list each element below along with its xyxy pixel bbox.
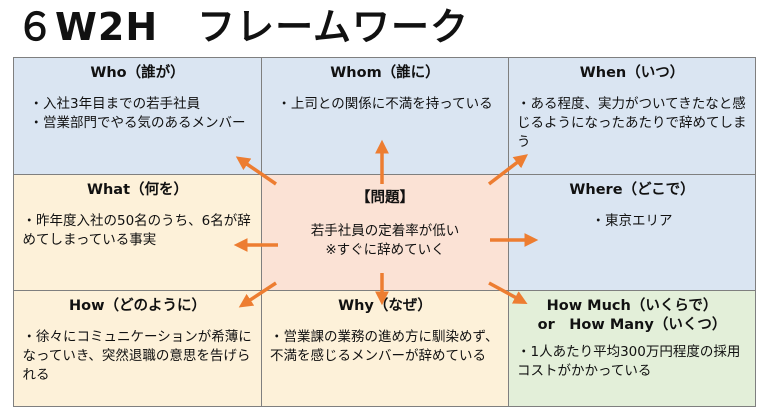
cell-howmuch: How Much（いくらで） or How Many（いくつ） ・1人あたり平均… — [508, 290, 756, 407]
framework-grid: Who（誰が） ・入社3年目までの若手社員 ・営業部門でやる気のあるメンバー W… — [13, 57, 756, 407]
cell-what-body: ・昨年度入社の50名のうち、6名が辞めてしまっている事実 — [23, 212, 253, 250]
cell-where-line: ・東京エリア — [591, 213, 673, 229]
cell-why-body: ・営業課の業務の進め方に馴染めず、不満を感じるメンバーが辞めている — [270, 328, 500, 366]
cell-when-line: ・ある程度、実力がついてきたなと感じるようになったあたりで辞めてしまう — [517, 96, 747, 150]
cell-who: Who（誰が） ・入社3年目までの若手社員 ・営業部門でやる気のあるメンバー — [13, 57, 262, 175]
cell-problem-title: 【問題】 — [356, 190, 414, 206]
cell-why: Why（なぜ） ・営業課の業務の進め方に馴染めず、不満を感じるメンバーが辞めてい… — [261, 290, 509, 407]
cell-why-title: Why（なぜ） — [338, 298, 432, 314]
cell-howmuch-body: ・1人あたり平均300万円程度の採用コストがかかっている — [517, 343, 747, 381]
cell-when-title: When（いつ） — [579, 65, 685, 81]
cell-how-line: ・徐々にコミュニケーションが希薄になっていき、突然退職の意思を告げられる — [22, 329, 252, 383]
cell-what: What（何を） ・昨年度入社の50名のうち、6名が辞めてしまっている事実 — [13, 174, 262, 291]
cell-who-body: ・入社3年目までの若手社員 ・営業部門でやる気のあるメンバー — [30, 95, 246, 133]
cell-what-title: What（何を） — [86, 182, 189, 198]
cell-howmuch-title-line: How Much（いくらで） — [546, 298, 718, 314]
cell-whom-title: Whom（誰に） — [330, 65, 440, 81]
cell-problem-line: ※すぐに辞めていく — [325, 242, 445, 258]
cell-whom-line: ・上司との関係に不満を持っている — [277, 96, 493, 112]
cell-how: How（どのように） ・徐々にコミュニケーションが希薄になっていき、突然退職の意… — [13, 290, 262, 407]
cell-who-title: Who（誰が） — [90, 65, 185, 81]
cell-why-line: ・営業課の業務の進め方に馴染めず、不満を感じるメンバーが辞めている — [270, 329, 499, 364]
cell-problem-body: 若手社員の定着率が低い ※すぐに辞めていく — [311, 222, 460, 260]
cell-who-line: ・入社3年目までの若手社員 — [29, 96, 201, 112]
cell-howmuch-line: ・1人あたり平均300万円程度の採用コストがかかっている — [517, 344, 741, 379]
cell-howmuch-title: How Much（いくらで） or How Many（いくつ） — [515, 297, 749, 335]
cell-when: When（いつ） ・ある程度、実力がついてきたなと感じるようになったあたりで辞め… — [508, 57, 756, 175]
cell-how-body: ・徐々にコミュニケーションが希薄になっていき、突然退職の意思を告げられる — [23, 328, 253, 385]
cell-where: Where（どこで） ・東京エリア — [508, 174, 756, 291]
cell-whom: Whom（誰に） ・上司との関係に不満を持っている — [261, 57, 509, 175]
page-title: ６W2H フレームワーク — [16, 5, 470, 49]
cell-when-body: ・ある程度、実力がついてきたなと感じるようになったあたりで辞めてしまう — [517, 95, 747, 152]
cell-who-line: ・営業部門でやる気のあるメンバー — [29, 115, 246, 131]
cell-what-line: ・昨年度入社の50名のうち、6名が辞めてしまっている事実 — [22, 213, 251, 248]
cell-where-title: Where（どこで） — [569, 182, 695, 198]
cell-howmuch-title-line: or How Many（いくつ） — [537, 317, 727, 333]
cell-where-body: ・東京エリア — [592, 212, 673, 231]
cell-how-title: How（どのように） — [69, 298, 206, 314]
cell-problem: 【問題】 若手社員の定着率が低い ※すぐに辞めていく — [261, 174, 509, 291]
cell-problem-line: 若手社員の定着率が低い — [310, 223, 460, 239]
cell-whom-body: ・上司との関係に不満を持っている — [277, 95, 492, 114]
